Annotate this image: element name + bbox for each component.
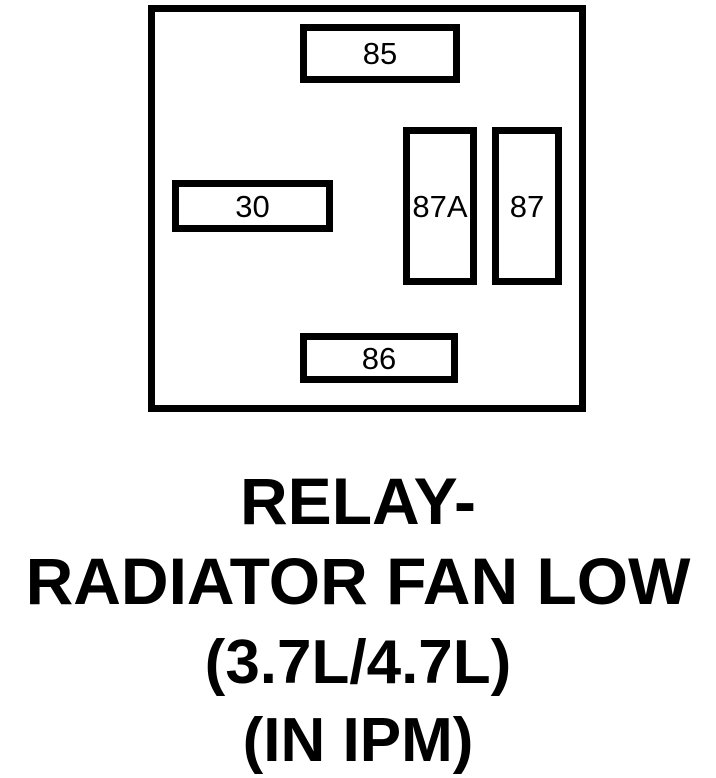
caption-line-1: RELAY- — [240, 464, 476, 538]
relay-terminal-30-label: 30 — [235, 188, 270, 224]
caption-line-3: (3.7L/4.7L) — [204, 627, 512, 697]
relay-terminal-86: 86 — [300, 333, 458, 383]
relay-terminal-87a: 87A — [403, 127, 477, 285]
relay-terminal-87: 87 — [492, 127, 562, 285]
relay-terminal-86-label: 86 — [361, 340, 397, 376]
relay-terminal-87-label: 87 — [509, 188, 545, 224]
relay-terminal-87a-label: 87A — [412, 188, 468, 224]
relay-pinout-diagram: 85 30 87A 87 86 — [148, 5, 586, 412]
relay-terminal-30: 30 — [172, 180, 333, 232]
relay-caption: RELAY- RADIATOR FAN LOW (3.7L/4.7L) (IN … — [0, 462, 716, 778]
relay-terminal-85-label: 85 — [362, 36, 398, 71]
caption-line-4: (IN IPM) — [242, 705, 474, 775]
caption-line-2: RADIATOR FAN LOW — [25, 543, 691, 618]
relay-terminal-85: 85 — [300, 24, 460, 83]
